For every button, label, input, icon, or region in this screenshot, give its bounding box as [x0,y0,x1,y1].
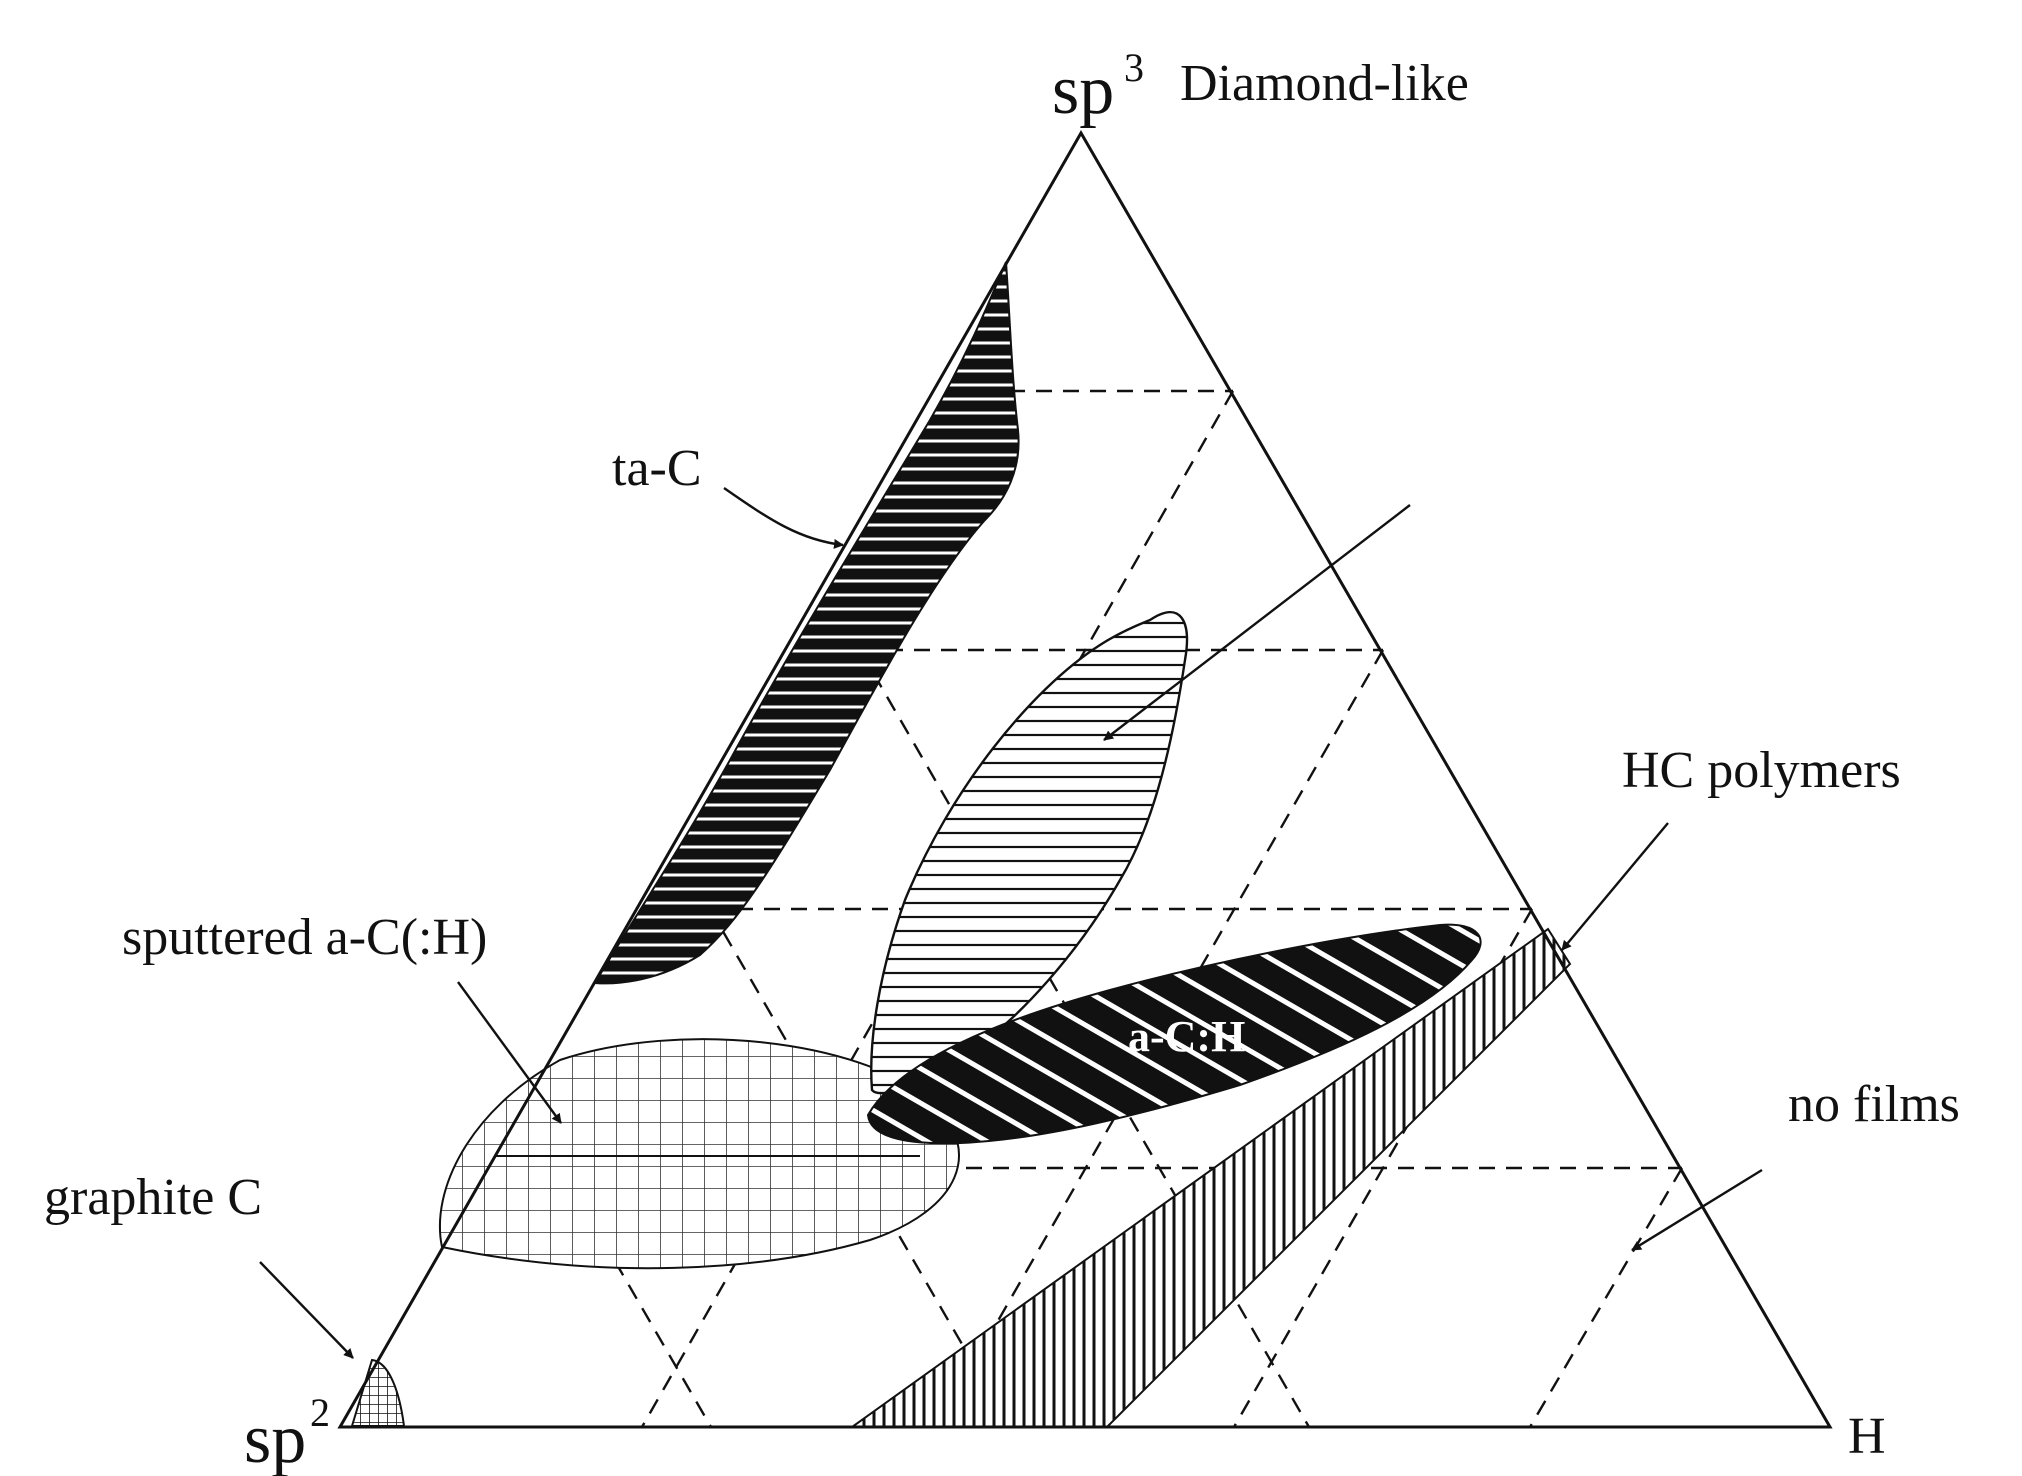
label-hc-polymers: HC polymers [1622,742,1901,799]
a-c-h-region [866,923,1482,1145]
grid-line [1232,908,1534,1428]
vertex-top-label: sp 3 Diamond-like [1052,45,1469,129]
ternary-triangle [337,129,1833,1429]
vertex-right-label: H [1848,1408,1886,1465]
label-graphite: graphite C [44,1169,262,1226]
label-a-c-h: a-C:H [1128,1012,1245,1061]
grid-line [559,1167,713,1428]
label-no-films: no films [1788,1076,1960,1133]
arrow-ta-c-h [1103,504,1411,741]
vertex-top-sup: 3 [1124,45,1144,90]
arrow-sputtered [457,981,562,1124]
arrow-ta-c [723,487,844,549]
vertex-left-base: sp [244,1401,306,1476]
arrow-graphite [259,1261,354,1359]
vertex-top-base: sp [1052,52,1114,129]
label-ta-c: ta-C [612,440,702,497]
vertex-left-label: sp 2 [244,1390,330,1476]
vertex-left-sup: 2 [310,1390,330,1435]
grid-line [858,649,1311,1428]
ta-c-region [593,261,1020,985]
leader-arrows [259,487,1763,1359]
grid-line [1528,1167,1684,1428]
arrow-no-films [1631,1168,1763,1252]
vertex-top-note: Diamond-like [1180,55,1469,112]
label-sputtered: sputtered a-C(:H) [122,909,487,966]
graphite-region [350,1358,406,1427]
arrow-hc-polymers [1561,822,1669,951]
